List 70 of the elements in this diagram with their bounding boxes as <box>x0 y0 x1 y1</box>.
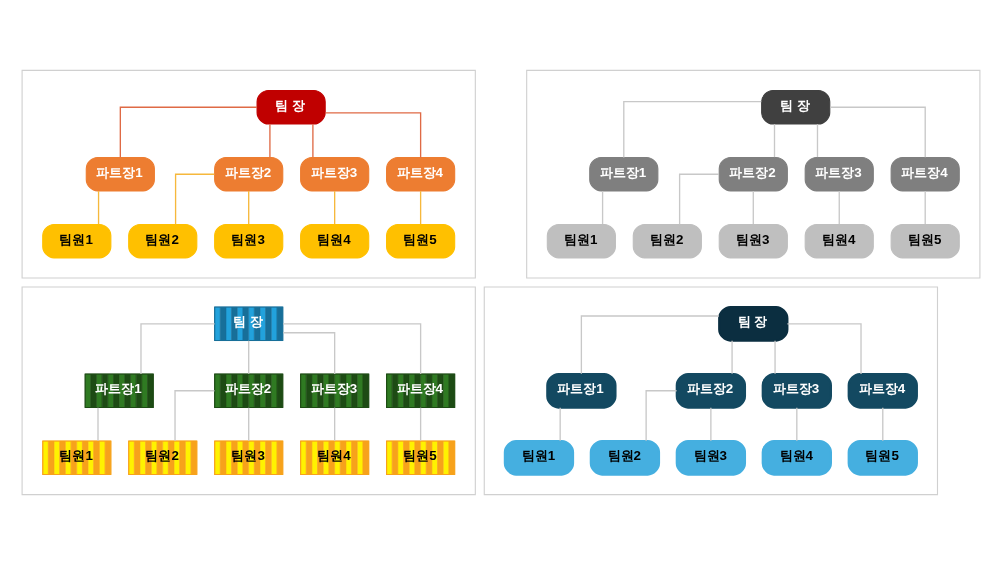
connector <box>645 389 678 442</box>
connector <box>324 111 422 158</box>
connector <box>248 189 250 225</box>
connector <box>829 106 926 158</box>
node-box: 파트장4 <box>890 156 960 191</box>
node-box: 팀원3 <box>675 439 747 476</box>
node-box: 팀원5 <box>847 439 918 476</box>
node-box: 팀원5 <box>386 223 456 258</box>
node-box: 파트장2 <box>675 372 747 409</box>
cluster <box>526 69 981 279</box>
node-box: 팀원2 <box>589 439 661 476</box>
cluster <box>21 285 476 495</box>
node-box: 팀원5 <box>890 223 960 258</box>
node-box: 팀원2 <box>632 223 702 258</box>
node-box: 파트장2 <box>718 156 788 191</box>
node-box: 파트장3 <box>300 156 370 191</box>
node-box: 파트장3 <box>761 372 832 409</box>
connector <box>580 314 720 374</box>
node-box: 팀원4 <box>761 439 832 476</box>
node-box: 팀원1 <box>546 223 616 258</box>
node-box: 팀원3 <box>214 223 284 258</box>
connector <box>752 189 754 225</box>
connector <box>97 406 99 441</box>
connector <box>174 173 215 225</box>
connector <box>816 122 819 158</box>
connector <box>786 322 862 375</box>
node-box: 팀원4 <box>804 223 874 258</box>
node-box: 파트장1 <box>546 372 617 409</box>
node-box: 팀 장 <box>256 89 326 125</box>
node-box: 팀원2 <box>128 223 198 258</box>
connector <box>174 389 216 442</box>
connector <box>796 406 798 441</box>
cluster <box>21 69 476 279</box>
connector <box>773 122 776 158</box>
connector <box>334 189 336 225</box>
node-box: 파트장2 <box>214 156 284 191</box>
connector <box>334 406 336 441</box>
connector <box>419 189 422 225</box>
connector <box>731 339 733 374</box>
connector <box>838 189 840 225</box>
connector <box>924 189 926 225</box>
connector <box>282 331 336 375</box>
node-box: 파트장3 <box>804 156 874 191</box>
node-box: 파트장4 <box>386 156 456 191</box>
connector <box>248 339 250 374</box>
connector <box>774 339 776 374</box>
connector <box>140 322 216 375</box>
node-box: 팀 장 <box>761 89 831 125</box>
connector <box>312 122 314 158</box>
connector <box>678 173 720 225</box>
node-box: 파트장1 <box>85 156 155 191</box>
connector <box>119 106 258 158</box>
node-box: 팀원1 <box>503 439 575 476</box>
node-box: 파트장1 <box>589 156 659 191</box>
connector <box>710 406 712 441</box>
connector <box>97 189 100 225</box>
node-box: 파트장4 <box>847 372 918 409</box>
cluster <box>483 285 939 495</box>
connector <box>282 322 422 375</box>
node-box: 팀원3 <box>718 223 788 258</box>
connector <box>269 122 271 158</box>
connector <box>419 406 422 441</box>
node-box: 팀원1 <box>42 223 112 258</box>
connector <box>248 406 250 441</box>
connector <box>601 189 604 225</box>
connector <box>623 100 762 158</box>
node-box: 팀 장 <box>718 305 789 342</box>
connector <box>559 406 561 441</box>
connector <box>882 406 884 441</box>
node-box: 팀원4 <box>300 223 370 258</box>
